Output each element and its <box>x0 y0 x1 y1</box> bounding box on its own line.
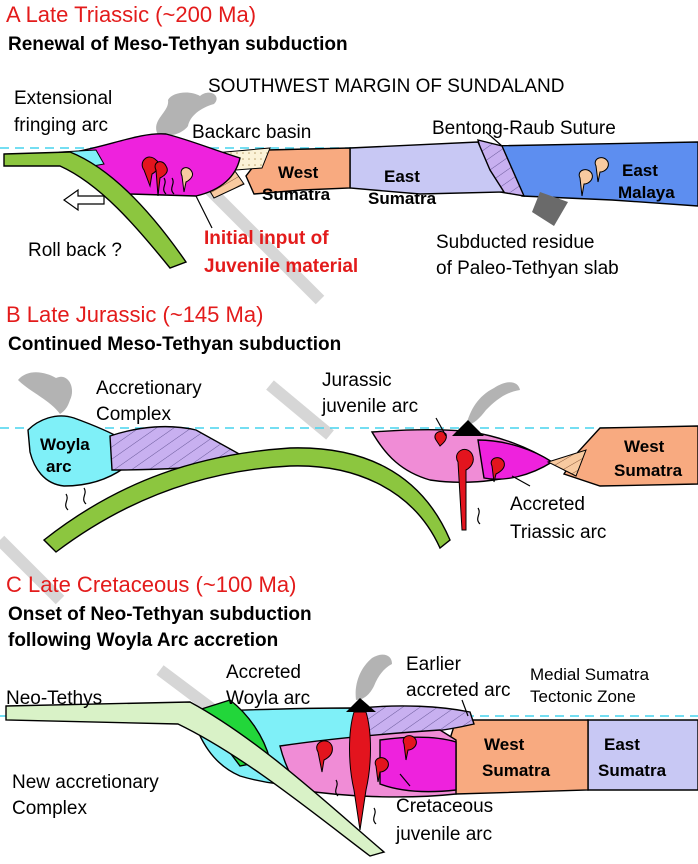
red-pluton-icon <box>374 757 389 783</box>
west-sumatra-block-b <box>562 425 698 487</box>
label-west-sumatra: West <box>278 163 319 182</box>
panel-c-subtitle: following Woyla Arc accretion <box>8 630 278 651</box>
volcanic-plume-icon <box>466 382 520 426</box>
leader-line <box>399 773 411 787</box>
west-sumatra-block-a <box>245 147 351 195</box>
label-accreted-woyla: Accreted <box>226 662 301 683</box>
label-subducted-residue: of Paleo-Tethyan slab <box>436 258 619 279</box>
rift-sediment <box>546 449 587 477</box>
leader-line <box>485 131 503 147</box>
panel-a-subtitle: Renewal of Meso-Tethyan subduction <box>8 34 348 55</box>
label-earlier-accreted: accreted arc <box>406 680 511 701</box>
red-pluton-icon <box>456 449 474 531</box>
label-west-sumatra: Sumatra <box>262 185 331 204</box>
panel-c-title: C Late Cretaceous (~100 Ma) <box>6 572 296 597</box>
label-east-sumatra: Sumatra <box>368 189 437 208</box>
label-west-sumatra-b: Sumatra <box>614 461 683 480</box>
volcanic-plume-icon <box>18 372 73 414</box>
label-backarc-basin: Backarc basin <box>192 122 311 143</box>
label-west-sumatra-c: Sumatra <box>482 761 551 780</box>
melt-squiggle-icon <box>477 507 481 525</box>
label-east-malaya: Malaya <box>618 183 675 202</box>
red-pluton-icon <box>402 735 417 761</box>
melt-squiggle-icon <box>65 493 69 511</box>
volcano-summit-icon <box>346 698 376 712</box>
label-jurassic-arc: Jurassic <box>322 370 392 391</box>
label-initial-juvenile: Initial input of <box>204 228 329 249</box>
panel-b: B Late Jurassic (~145 Ma) Continued Meso… <box>0 302 698 553</box>
label-medial-sumatra: Medial Sumatra <box>530 665 650 684</box>
subducting-slab-a <box>3 151 188 269</box>
tan-pluton-icon <box>578 169 593 197</box>
red-pluton-icon <box>154 161 168 197</box>
grey-band <box>0 535 65 605</box>
label-west-sumatra-c: West <box>484 735 525 754</box>
subducting-slab-b <box>42 447 451 553</box>
melt-squiggle-icon <box>163 177 167 195</box>
label-new-accretionary: New accretionary <box>12 772 159 793</box>
panel-c: C Late Cretaceous (~100 Ma) Onset of Neo… <box>0 572 698 857</box>
label-initial-juvenile: Juvenile material <box>204 256 358 277</box>
label-rollback: Roll back ? <box>28 240 122 261</box>
cretaceous-arc-core <box>379 736 457 793</box>
label-bentong-raub-suture: Bentong-Raub Suture <box>432 118 616 139</box>
rollback-arrow-icon <box>62 188 105 212</box>
volcanic-plume-icon <box>355 654 392 700</box>
red-pluton-icon <box>141 156 159 188</box>
east-sumatra-block-a <box>349 141 506 195</box>
red-pluton-icon <box>316 740 333 773</box>
leader-line <box>461 699 469 717</box>
label-woyla-arc: arc <box>46 457 72 476</box>
label-cretaceous-arc: Cretaceous <box>396 796 493 817</box>
label-east-malaya: East <box>622 161 658 180</box>
accreted-triassic-arc-body <box>477 439 554 480</box>
label-fringing-arc: fringing arc <box>14 115 108 136</box>
panel-c-subtitle: Onset of Neo-Tethyan subduction <box>8 604 312 625</box>
label-east-sumatra-c: Sumatra <box>598 761 667 780</box>
panel-b-title: B Late Jurassic (~145 Ma) <box>6 302 263 327</box>
panel-b-subtitle: Continued Meso-Tethyan subduction <box>8 334 341 355</box>
label-west-sumatra-b: West <box>624 437 665 456</box>
label-fringing-arc: Extensional <box>14 88 112 109</box>
label-accreted-woyla: Woyla arc <box>226 688 310 709</box>
volcano-summit-icon <box>452 420 484 436</box>
melt-squiggle-icon <box>171 177 175 195</box>
panel-a: A Late Triassic (~200 Ma) Renewal of Mes… <box>0 2 698 279</box>
west-sumatra-block-c <box>439 719 589 795</box>
label-woyla-arc: Woyla <box>40 435 90 454</box>
label-accretionary-complex: Complex <box>96 404 171 425</box>
red-pluton-icon <box>434 431 447 447</box>
panel-a-title: A Late Triassic (~200 Ma) <box>6 2 256 27</box>
label-jurassic-arc: juvenile arc <box>321 396 418 417</box>
volcanic-plume-icon <box>156 92 217 136</box>
grey-band <box>266 380 334 440</box>
melt-squiggle-icon <box>373 807 377 825</box>
leader-line <box>511 475 531 487</box>
label-accreted-triassic: Triassic arc <box>510 522 606 543</box>
tan-pluton-icon <box>180 167 193 193</box>
magma-conduit-icon <box>349 711 371 831</box>
melt-squiggle-icon <box>335 779 339 797</box>
southwest-margin-label: SOUTHWEST MARGIN OF SUNDALAND <box>208 76 564 97</box>
label-new-accretionary: Complex <box>12 798 87 819</box>
label-accretionary-complex: Accretionary <box>96 378 202 399</box>
label-neo-tethys: Neo-Tethys <box>6 688 102 709</box>
label-east-sumatra-c: East <box>604 735 640 754</box>
paleo-tethyan-slab-residue <box>532 192 568 226</box>
leader-line <box>435 417 447 437</box>
label-medial-sumatra: Tectonic Zone <box>530 687 636 706</box>
melt-squiggle-icon <box>83 487 87 505</box>
subducting-slab-c <box>5 701 386 857</box>
red-pluton-icon <box>490 457 505 483</box>
label-cretaceous-arc: juvenile arc <box>395 824 492 845</box>
label-accreted-triassic: Accreted <box>510 494 585 515</box>
label-subducted-residue: Subducted residue <box>436 232 594 253</box>
label-east-sumatra: East <box>384 167 420 186</box>
tan-pluton-icon <box>594 157 609 183</box>
label-earlier-accreted: Earlier <box>406 654 462 675</box>
leader-line <box>195 195 213 229</box>
